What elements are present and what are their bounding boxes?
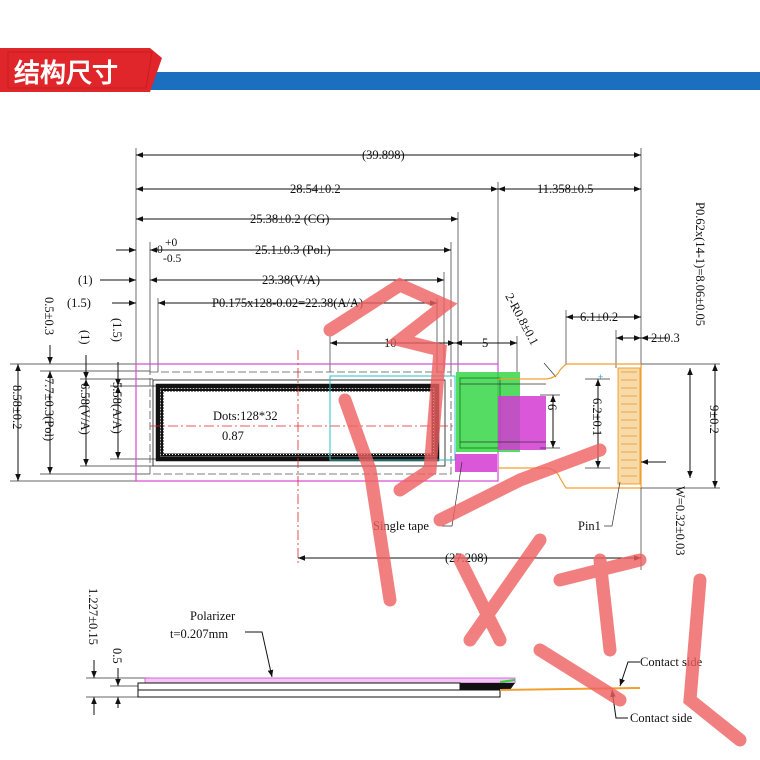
dim-pol-offset-plus: +0 bbox=[165, 237, 177, 249]
dim-pol-offset-zero: 0 bbox=[157, 244, 163, 256]
dim-tape-5: 5 bbox=[482, 336, 488, 350]
dim-side-thickness: 1.227±0.15 bbox=[86, 588, 100, 645]
side-base-glass bbox=[137, 689, 501, 698]
dim-pin-width: W=0.32±0.03 bbox=[673, 486, 687, 555]
dim-aa-length: P0.175x128-0.02=22.38(A/A) bbox=[212, 296, 363, 310]
polarizer-label: Polarizer bbox=[190, 609, 236, 623]
dim-tape-height: 6 bbox=[545, 404, 559, 410]
diagonal-size-label: 0.87 bbox=[222, 429, 244, 443]
contact-side-bottom: Contact side bbox=[630, 711, 693, 725]
dim-left-gap-1: (1) bbox=[78, 273, 93, 287]
dim-fpc-length: 11.358±0.5 bbox=[537, 182, 593, 196]
side-fpc bbox=[499, 687, 641, 691]
dim-fpc-height: 6.2±0.1 bbox=[590, 398, 604, 436]
dim-va-length: 23.38(V/A) bbox=[262, 273, 320, 287]
dim-fpc-edge: 2±0.3 bbox=[651, 331, 680, 345]
dim-height-8-58: 8.58±0.2 bbox=[10, 385, 24, 429]
dim-top-gap: 0.5±0.3 bbox=[42, 297, 56, 335]
header-title: 结构尺寸 bbox=[14, 59, 118, 89]
dim-height-pol: 7.7±0.3(Pol) bbox=[42, 378, 56, 441]
dim-side-half: 0.5 bbox=[110, 648, 124, 664]
polarizer-outline bbox=[149, 371, 452, 475]
view-area-outline bbox=[152, 379, 446, 467]
svg-text:+: + bbox=[598, 372, 603, 382]
fpc-pin-area bbox=[617, 367, 641, 485]
tape-outline bbox=[329, 375, 456, 461]
dots-label: Dots:128*32 bbox=[213, 409, 278, 423]
header-banner: 结构尺寸 bbox=[0, 48, 760, 92]
dim-left-gap-1-5: (1.5) bbox=[67, 296, 91, 310]
module-side-view: 1.227±0.15 0.5 Polarizer t=0.207mm Conta… bbox=[86, 588, 703, 725]
dim-pol-offset-minus: -0.5 bbox=[163, 253, 181, 265]
dim-corner-radius: 2-R0.8±0.1 bbox=[502, 291, 541, 348]
pin1-label: Pin1 bbox=[578, 519, 601, 533]
watermark bbox=[323, 277, 747, 747]
active-area-frame bbox=[155, 383, 440, 462]
dim-fpc-total-height: 9±0.2 bbox=[707, 405, 721, 434]
dim-height-va: 6.58(V/A) bbox=[78, 383, 92, 435]
fpc-tape-area bbox=[498, 396, 546, 450]
dim-top-gap-1-5: (1.5) bbox=[110, 318, 124, 342]
dim-height-aa: 5.58(A/A) bbox=[110, 382, 124, 434]
dim-overall-length: (39.898) bbox=[362, 148, 405, 162]
module-top-view: Dots:128*32 0.87 + 6 6.2±0.1 9± bbox=[135, 350, 721, 570]
dim-top-gap-1: (1) bbox=[78, 330, 92, 345]
side-cover-glass bbox=[137, 682, 461, 691]
left-dimensions: 8.58±0.2 7.7±0.3(Pol) 0.5±0.3 6.58(V/A) … bbox=[10, 297, 158, 482]
polarizer-thickness: t=0.207mm bbox=[170, 627, 228, 641]
dim-fpc-width: 6.1±0.2 bbox=[580, 310, 618, 324]
header-blue-bar bbox=[0, 72, 760, 90]
side-polarizer bbox=[144, 677, 516, 684]
dim-glass-length: 28.54±0.2 bbox=[290, 182, 341, 196]
dim-pin-pitch: P0.62x(14-1)=8.06±0.05 bbox=[693, 202, 707, 326]
dim-polarizer-length: 25.1±0.3 (Pol.) bbox=[255, 243, 331, 257]
dim-cg-length: 25.38±0.2 (CG) bbox=[250, 212, 329, 226]
single-tape-label: Single tape bbox=[373, 519, 429, 533]
